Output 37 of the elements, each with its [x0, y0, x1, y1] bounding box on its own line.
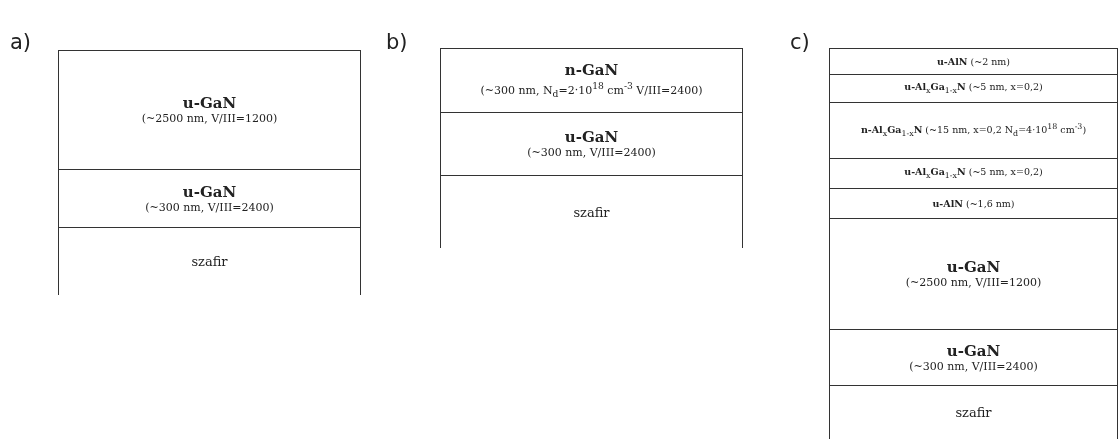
layer-box	[829, 48, 1118, 75]
layer-description: (~300 nm, V/III=2400)	[909, 359, 1038, 374]
panel-label: b)	[386, 30, 408, 54]
layer-name: u-GaN	[182, 94, 237, 112]
layer-description: u-Al$_{x}$Ga$_{1-x}$N (~5 nm, x=0,2)	[903, 80, 1044, 97]
layer-box	[829, 74, 1118, 103]
layer-name: u-GaN	[564, 128, 619, 146]
panel-label: c)	[790, 30, 810, 54]
layer-box	[829, 188, 1118, 219]
layer-description: (~300 nm, N$_{d}$=2·10$^{18}$ cm$^{-3}$ V/III=2400)	[480, 78, 703, 101]
layer-box	[440, 48, 743, 113]
layer-description: u-AlN (~1,6 nm)	[931, 197, 1016, 210]
layer-box	[58, 169, 361, 228]
layer-description: (~2500 nm, V/III=1200)	[905, 276, 1042, 290]
layer-description: u-AlN (~2 nm)	[935, 55, 1012, 68]
substrate-layer	[829, 385, 1118, 439]
layer-name: szafir	[955, 405, 992, 420]
layer-description: u-Al$_{x}$Ga$_{1-x}$N (~5 nm, x=0,2)	[903, 165, 1044, 182]
panel-label: a)	[10, 30, 32, 54]
layer-box	[829, 218, 1118, 330]
layer-name: szafir	[573, 204, 610, 220]
layer-description: n-Al$_{x}$Ga$_{1-x}$N (~15 nm, x=0,2 N$_{d}$=4·10$^{18}$ cm$^{-3}$)	[859, 121, 1088, 141]
layer-name: szafir	[191, 254, 228, 269]
layer-name: u-GaN	[946, 341, 1001, 360]
layer-name: n-GaN	[564, 60, 619, 79]
layer-box	[829, 158, 1118, 189]
layer-box	[58, 50, 361, 170]
layer-box	[829, 329, 1118, 386]
layer-description: (~300 nm, V/III=2400)	[527, 146, 656, 160]
layer-box	[440, 112, 743, 176]
layer-name: u-GaN	[182, 182, 237, 201]
layer-box	[829, 102, 1118, 159]
layer-description: (~2500 nm, V/III=1200)	[141, 112, 278, 126]
layer-name: u-GaN	[946, 258, 1001, 276]
substrate-layer	[58, 227, 361, 295]
layer-description: (~300 nm, V/III=2400)	[145, 200, 274, 215]
substrate-layer	[440, 175, 743, 248]
